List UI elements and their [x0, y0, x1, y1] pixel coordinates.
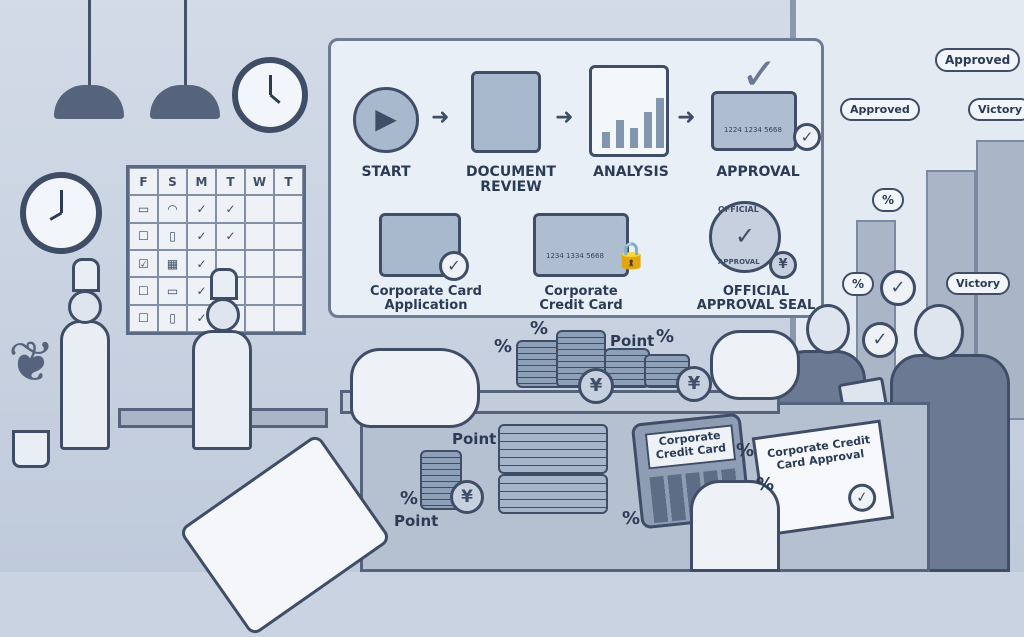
- card-number: 1234 1334 5668: [546, 252, 604, 260]
- wall-clock-icon: [232, 57, 308, 133]
- point-label: Point: [394, 512, 439, 530]
- calendar-header: T: [274, 168, 303, 196]
- chef-head: [68, 290, 102, 324]
- businessman-head: [806, 304, 850, 354]
- cash-bundle: [498, 424, 608, 474]
- arrow-right-icon: ➜: [677, 105, 696, 130]
- arrow-right-icon: ➜: [431, 105, 450, 130]
- step-start: START: [361, 164, 411, 180]
- approved-bubble: Approved: [840, 98, 920, 121]
- checkmark-icon: ✓: [741, 49, 778, 100]
- check-circle-icon: ✓: [439, 251, 469, 281]
- chef-hat-icon: [72, 258, 100, 292]
- percent-sign: %: [736, 440, 755, 461]
- hand: [350, 348, 480, 428]
- step-analysis: ANALYSIS: [593, 164, 669, 180]
- victory-bubble: Victory: [968, 98, 1024, 121]
- item-corporate-card-application: Corporate Card Application: [370, 284, 482, 314]
- approval-document-title: Corporate Credit Card Approval: [766, 433, 871, 472]
- percent-sign: %: [400, 488, 419, 509]
- check-circle-icon: ✓: [862, 322, 898, 358]
- yen-coin-icon: ¥: [450, 480, 484, 514]
- calendar-header: F: [129, 168, 158, 196]
- chef-head: [206, 298, 240, 332]
- card-number: 1224 1234 5668: [724, 126, 782, 134]
- item-official-approval-seal: OFFICIAL APPROVAL SEAL: [696, 284, 816, 314]
- percent-bubble: %: [872, 188, 905, 212]
- seal-text: OFFICIAL: [718, 205, 759, 214]
- hand: [710, 330, 800, 400]
- victory-bubble: Victory: [946, 272, 1011, 295]
- calendar-header: S: [158, 168, 187, 196]
- chef-left: [60, 320, 110, 450]
- percent-sign: %: [622, 508, 641, 529]
- point-label: Point: [610, 332, 655, 350]
- step-approval: APPROVAL: [716, 164, 800, 180]
- cash-bundle: [498, 474, 608, 514]
- calendar-header: W: [245, 168, 274, 196]
- lamp-cord: [88, 0, 91, 85]
- lamp-cord: [184, 0, 187, 85]
- chef-hat-icon: [210, 268, 238, 300]
- approval-flow-panel: ▶ START ➜ DOCUMENT REVIEW ➜ ANALYSIS ➜ 1…: [328, 38, 824, 318]
- play-icon: ▶: [353, 87, 419, 153]
- chef-right: [192, 330, 252, 450]
- ceiling-lamp: [150, 85, 220, 119]
- point-label: Point: [452, 430, 497, 448]
- credit-card-icon: 1234 1334 5668: [533, 213, 629, 277]
- check-circle-icon: ✓: [880, 270, 916, 306]
- chart-icon: [589, 65, 669, 157]
- item-corporate-credit-card: Corporate Credit Card: [539, 284, 623, 314]
- yen-coin-icon: ¥: [578, 368, 614, 404]
- plant-pot: [12, 430, 50, 468]
- plant-icon: ❦: [8, 330, 55, 395]
- percent-sign: %: [494, 336, 513, 357]
- yen-coin-icon: ¥: [676, 366, 712, 402]
- ceiling-lamp: [54, 85, 124, 119]
- calendar-header: M: [187, 168, 216, 196]
- calculator-label: Corporate Credit Card: [644, 424, 737, 470]
- lock-icon: 🔒: [615, 241, 648, 271]
- percent-sign: %: [656, 326, 675, 347]
- check-circle-icon: ✓: [793, 123, 821, 151]
- hand: [690, 480, 780, 572]
- seal-text: APPROVAL: [718, 258, 760, 266]
- arrow-right-icon: ➜: [555, 105, 574, 130]
- wall-clock-icon: [20, 172, 102, 254]
- percent-sign: %: [530, 318, 549, 339]
- step-document-review: DOCUMENT REVIEW: [466, 164, 556, 196]
- percent-bubble: %: [842, 272, 875, 296]
- calendar-header: T: [216, 168, 245, 196]
- folder-icon: [471, 71, 541, 153]
- credit-card-check-icon: 1224 1234 5668: [711, 91, 797, 151]
- percent-sign: %: [756, 474, 775, 495]
- approved-bubble: Approved: [935, 48, 1021, 72]
- businessman-head: [914, 304, 964, 360]
- approval-stamp-icon: ✓: [846, 481, 878, 514]
- yen-coin-icon: ¥: [769, 251, 797, 279]
